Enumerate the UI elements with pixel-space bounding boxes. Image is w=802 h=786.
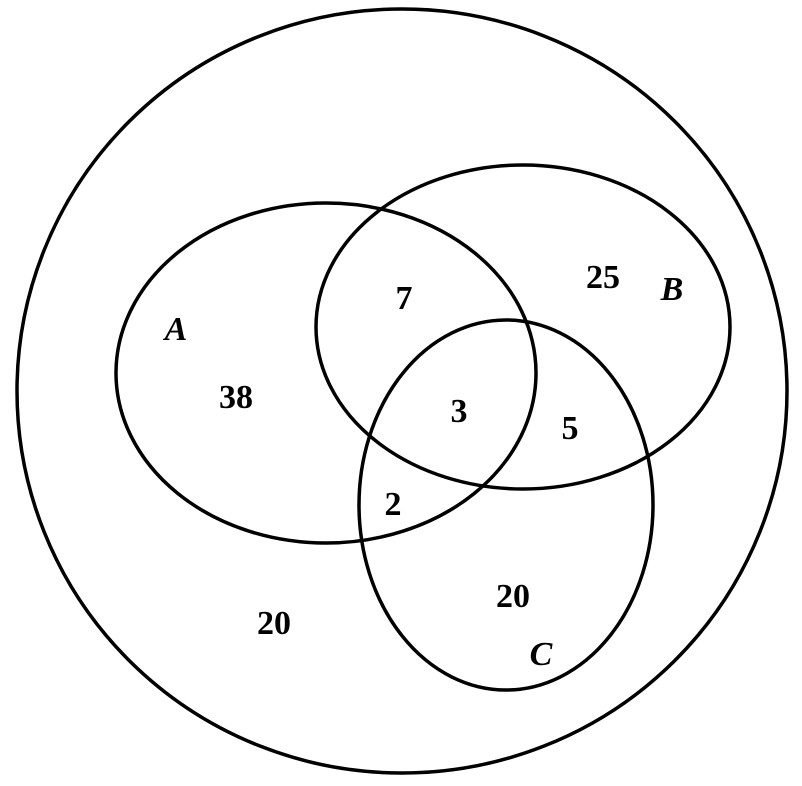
region-a-and-b-only-count: 7 xyxy=(396,280,413,317)
set-a-label: A xyxy=(163,311,188,348)
region-c-only-count: 20 xyxy=(496,578,530,615)
region-b-and-c-only-count: 5 xyxy=(562,410,579,447)
region-a-b-c-count: 3 xyxy=(451,393,468,430)
set-b-label: B xyxy=(660,271,684,308)
set-b-ellipse xyxy=(314,163,732,491)
set-c-ellipse xyxy=(357,318,655,692)
region-outside-count: 20 xyxy=(257,605,291,642)
region-b-only-count: 25 xyxy=(586,259,620,296)
set-a-ellipse xyxy=(114,201,538,545)
universal-set-boundary xyxy=(15,7,789,775)
region-a-and-c-only-count: 2 xyxy=(385,486,402,523)
set-c-label: C xyxy=(530,636,553,673)
region-a-only-count: 38 xyxy=(219,379,253,416)
